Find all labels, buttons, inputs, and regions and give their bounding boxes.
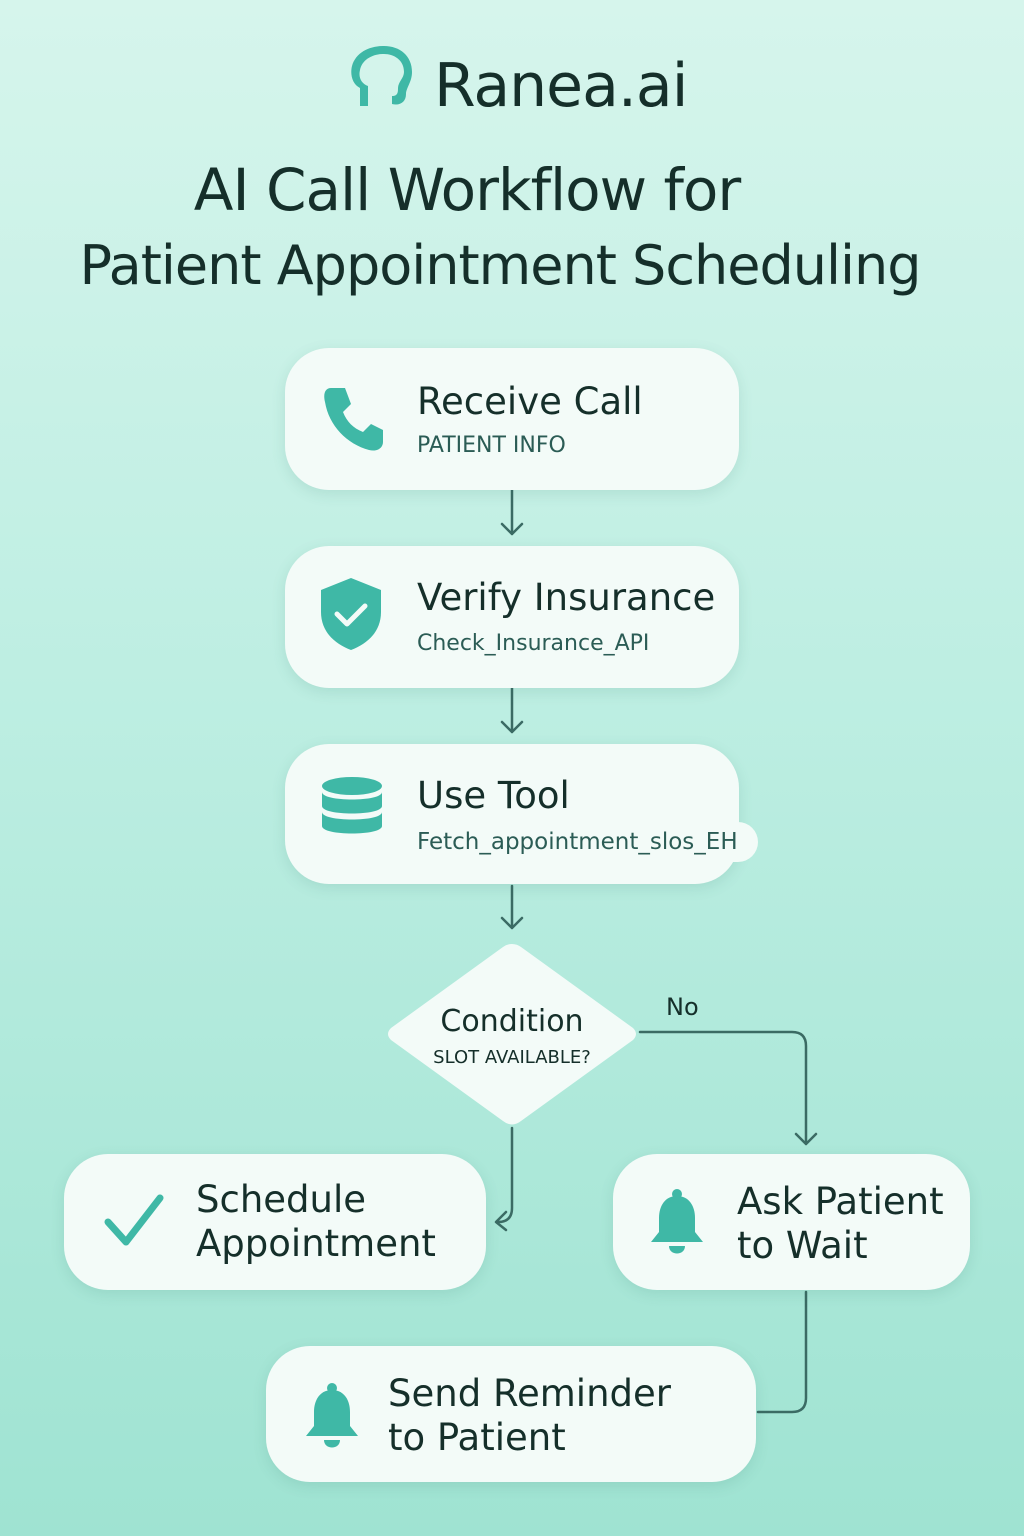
page-title-line2: Patient Appointment Scheduling bbox=[79, 234, 922, 297]
node-verify-insurance[interactable]: Verify Insurance Check_Insurance_API bbox=[285, 546, 739, 688]
condition-subtitle: SLOT AVAILABLE? bbox=[433, 1047, 591, 1068]
node-title-line2: Appointment bbox=[196, 1222, 436, 1265]
bell-icon bbox=[651, 1189, 703, 1254]
ranea-logo-icon bbox=[351, 46, 412, 106]
arrow-condition-to-ask bbox=[638, 1030, 818, 1146]
arrow-tool-to-condition bbox=[500, 884, 524, 930]
arrow-condition-to-schedule bbox=[494, 1126, 514, 1232]
node-title: Verify Insurance bbox=[417, 576, 716, 619]
node-title-line1: Ask Patient bbox=[737, 1180, 944, 1223]
node-ask-patient-to-wait[interactable]: Ask Patient to Wait bbox=[613, 1154, 970, 1290]
edge-label-no: No bbox=[666, 993, 699, 1021]
page-title-line1: AI Call Workflow for bbox=[193, 156, 741, 224]
brand-name: Ranea.ai bbox=[434, 51, 688, 121]
node-title-line2: to Patient bbox=[388, 1416, 566, 1459]
condition-title: Condition bbox=[440, 1004, 584, 1039]
node-subtitle: Check_Insurance_API bbox=[417, 631, 650, 656]
phone-icon bbox=[324, 388, 383, 451]
node-send-reminder[interactable]: Send Reminder to Patient bbox=[266, 1346, 756, 1482]
node-use-tool-title: Use Tool bbox=[417, 774, 570, 817]
node-title: Receive Call bbox=[417, 380, 643, 423]
bell-icon bbox=[306, 1383, 358, 1448]
node-use-tool-subtitle: Fetch_appointment_slos_EH bbox=[417, 829, 738, 855]
node-condition[interactable] bbox=[383, 940, 641, 1128]
arrow-receive-to-verify bbox=[500, 488, 524, 536]
node-title-line1: Send Reminder bbox=[388, 1372, 671, 1415]
node-title-line2: to Wait bbox=[737, 1224, 868, 1267]
node-title-line1: Schedule bbox=[196, 1178, 367, 1221]
checkmark-icon bbox=[104, 1194, 164, 1246]
node-schedule-appointment[interactable]: Schedule Appointment bbox=[64, 1154, 486, 1290]
shield-check-icon bbox=[321, 578, 381, 650]
node-receive-call[interactable]: Receive Call PATIENT INFO bbox=[285, 348, 739, 490]
node-use-tool-subtitle-pill bbox=[408, 822, 758, 862]
node-subtitle: PATIENT INFO bbox=[417, 433, 566, 458]
database-icon bbox=[322, 777, 382, 834]
arrow-ask-to-reminder bbox=[756, 1290, 808, 1414]
arrow-verify-to-tool bbox=[500, 686, 524, 734]
